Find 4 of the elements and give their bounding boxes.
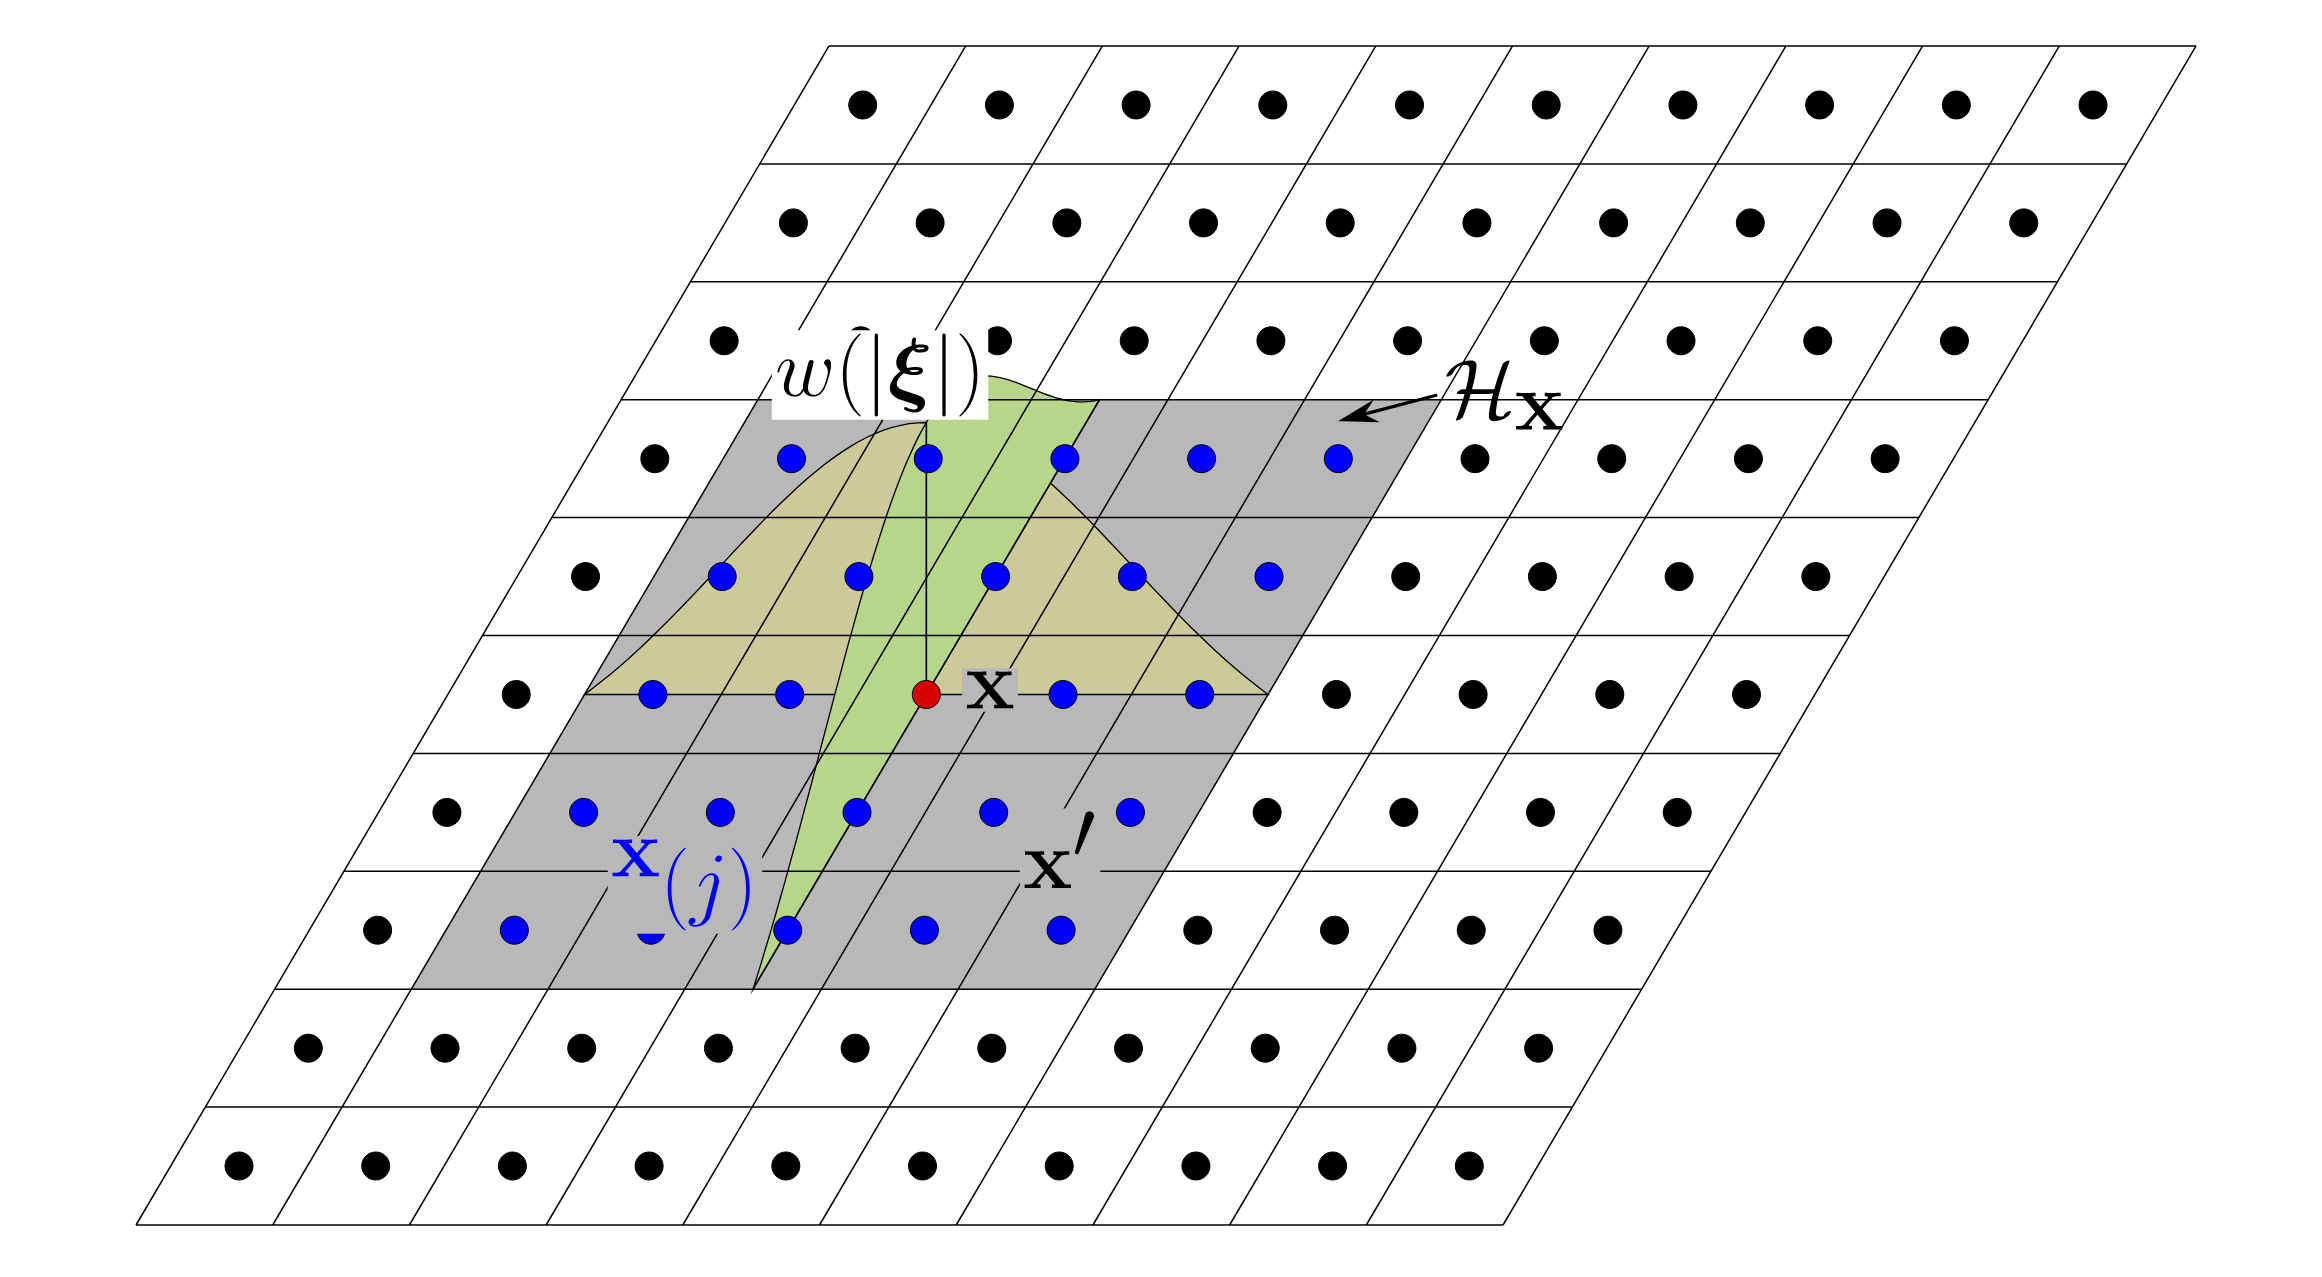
math-label: $\mathbf{x}'$	[1019, 808, 1101, 892]
math-label: $\mathbf{x}_{(j)}$	[607, 836, 763, 934]
math-label: $\mathbf{x}$	[962, 668, 1018, 712]
math-label: $w(|\boldsymbol{\xi}|)$	[771, 330, 989, 420]
